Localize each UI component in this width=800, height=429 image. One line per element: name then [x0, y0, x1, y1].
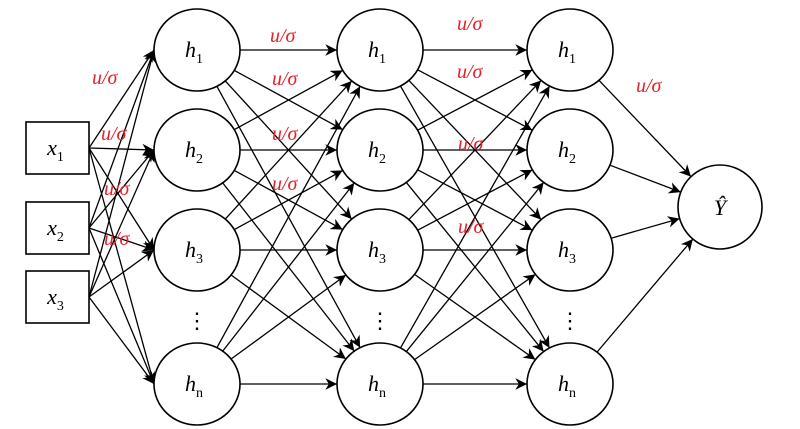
edge-layer2-4-to-layer3-1: [399, 85, 551, 349]
input-label: x1: [46, 135, 64, 165]
edge-layer2-4-to-layer3-2: [405, 182, 545, 352]
hidden-node-circle: [153, 342, 241, 426]
weight-label-5: u/σ: [270, 25, 297, 47]
hidden-node-layer2-2: h2: [336, 108, 424, 192]
weight-label-13: u/σ: [636, 75, 663, 97]
edge-input-1-to-h1-3: [88, 147, 155, 251]
hidden-node-layer2-3: h3: [336, 208, 424, 292]
hidden-node-layer3-4: hn: [526, 342, 614, 426]
edge-layer3-3-to-output: [611, 216, 680, 239]
output-node-circle: [677, 164, 763, 250]
hidden-node-layer1-1: h1: [153, 8, 241, 92]
hidden-node-layer2-1: h1: [336, 8, 424, 92]
ellipsis-dots: ⋮: [369, 308, 391, 333]
edge-layer2-4-to-layer3-3: [414, 273, 536, 361]
hidden-node-label: h1: [368, 37, 386, 67]
hidden-node-label: h2: [368, 137, 386, 167]
hidden-node-circle: [336, 8, 424, 92]
weight-label-3: u/σ: [104, 178, 131, 200]
hidden-node-layer1-3: h3: [153, 208, 241, 292]
hidden-node-label: h1: [185, 37, 203, 67]
edge-layer2-2-to-layer3-1: [417, 69, 533, 131]
hidden-node-label: h3: [368, 237, 386, 267]
edge-layer1-3-to-layer2-1: [224, 80, 353, 220]
hidden-node-circle: [526, 108, 614, 192]
hidden-node-circle: [336, 342, 424, 426]
hidden-node-label: h3: [558, 237, 576, 267]
ellipsis-dots: ⋮: [559, 308, 581, 333]
hidden-node-label: hn: [368, 371, 386, 401]
hidden-node-circle: [526, 342, 614, 426]
edge-layer3-4-to-output: [596, 238, 694, 353]
edge-input-2-to-h1-4: [88, 227, 155, 385]
hidden-node-label: h1: [558, 37, 576, 67]
input-node-1: x1: [25, 121, 90, 175]
hidden-node-layer1-2: h2: [153, 108, 241, 192]
input-label: x3: [46, 284, 64, 314]
edge-layer2-3-to-layer3-2: [417, 169, 533, 231]
network-nodes: x1 x2 x3 h1 h2 h3 hn ⋮ h1 h2 h3 hn ⋮ h1 h2 h3 hn ⋮ Ŷ: [25, 8, 763, 426]
weight-labels: u/σ u/σ u/σ u/σ u/σ u/σ u/σ u/σ u/σ u/σ u/σ u/σ u/σ: [92, 13, 663, 250]
weight-label-10: u/σ: [457, 61, 484, 83]
edge-input-1-to-h1-2: [88, 143, 155, 156]
input-node-3: x3: [25, 270, 90, 324]
connection-edges: [88, 44, 694, 390]
hidden-node-circle: [336, 108, 424, 192]
hidden-node-layer3-1: h1: [526, 8, 614, 92]
edge-layer1-4-to-layer2-1: [216, 86, 361, 348]
edge-input-3-to-h1-1: [88, 49, 157, 298]
edge-input-2-to-h1-2: [88, 149, 155, 229]
edge-layer1-4-to-layer2-3: [230, 274, 347, 360]
edge-layer3-2-to-output: [609, 164, 681, 194]
input-box: [25, 121, 90, 175]
hidden-node-label: hn: [185, 371, 203, 401]
input-label: x2: [46, 215, 64, 245]
weight-label-4: u/σ: [104, 228, 131, 250]
hidden-node-label: h3: [185, 237, 203, 267]
weight-label-2: u/σ: [101, 123, 128, 145]
hidden-node-label: h2: [185, 137, 203, 167]
weight-label-6: u/σ: [272, 68, 299, 90]
weight-label-9: u/σ: [457, 13, 484, 35]
hidden-node-layer3-3: h3: [526, 208, 614, 292]
edge-input-2-to-h1-1: [88, 49, 156, 229]
weight-label-12: u/σ: [458, 216, 485, 238]
hidden-node-layer3-2: h2: [526, 108, 614, 192]
edge-input-3-to-h1-2: [88, 149, 155, 298]
edge-input-1-to-h1-4: [88, 147, 157, 385]
weight-label-7: u/σ: [272, 123, 299, 145]
ellipsis-dots: ⋮: [186, 308, 208, 333]
hidden-node-layer2-4: hn: [336, 342, 424, 426]
hidden-node-label: hn: [558, 371, 576, 401]
hidden-node-label: h2: [558, 137, 576, 167]
hidden-node-circle: [526, 208, 614, 292]
weight-label-11: u/σ: [458, 133, 485, 155]
edge-layer1-3-to-layer2-2: [233, 169, 344, 231]
hidden-node-circle: [336, 208, 424, 292]
input-node-2: x2: [25, 201, 90, 255]
edge-input-3-to-h1-3: [88, 249, 155, 298]
output-label: Ŷ: [714, 195, 729, 220]
hidden-node-circle: [153, 108, 241, 192]
hidden-node-circle: [153, 208, 241, 292]
hidden-node-circle: [526, 8, 614, 92]
output-node: Ŷ: [677, 164, 763, 250]
input-box: [25, 270, 90, 324]
edge-input-2-to-h1-3: [88, 227, 155, 252]
weight-label-8: u/σ: [272, 173, 299, 195]
hidden-node-layer1-4: hn: [153, 342, 241, 426]
edge-layer1-4-to-layer2-2: [222, 182, 355, 352]
edge-input-3-to-h1-4: [88, 296, 155, 385]
hidden-node-circle: [153, 8, 241, 92]
edge-layer1-2-to-layer2-1: [233, 69, 344, 131]
edge-layer2-3-to-layer3-1: [408, 79, 542, 221]
edge-layer3-1-to-output: [598, 79, 692, 178]
input-box: [25, 201, 90, 255]
edge-input-1-to-h1-1: [88, 49, 155, 149]
weight-label-1: u/σ: [92, 67, 119, 89]
